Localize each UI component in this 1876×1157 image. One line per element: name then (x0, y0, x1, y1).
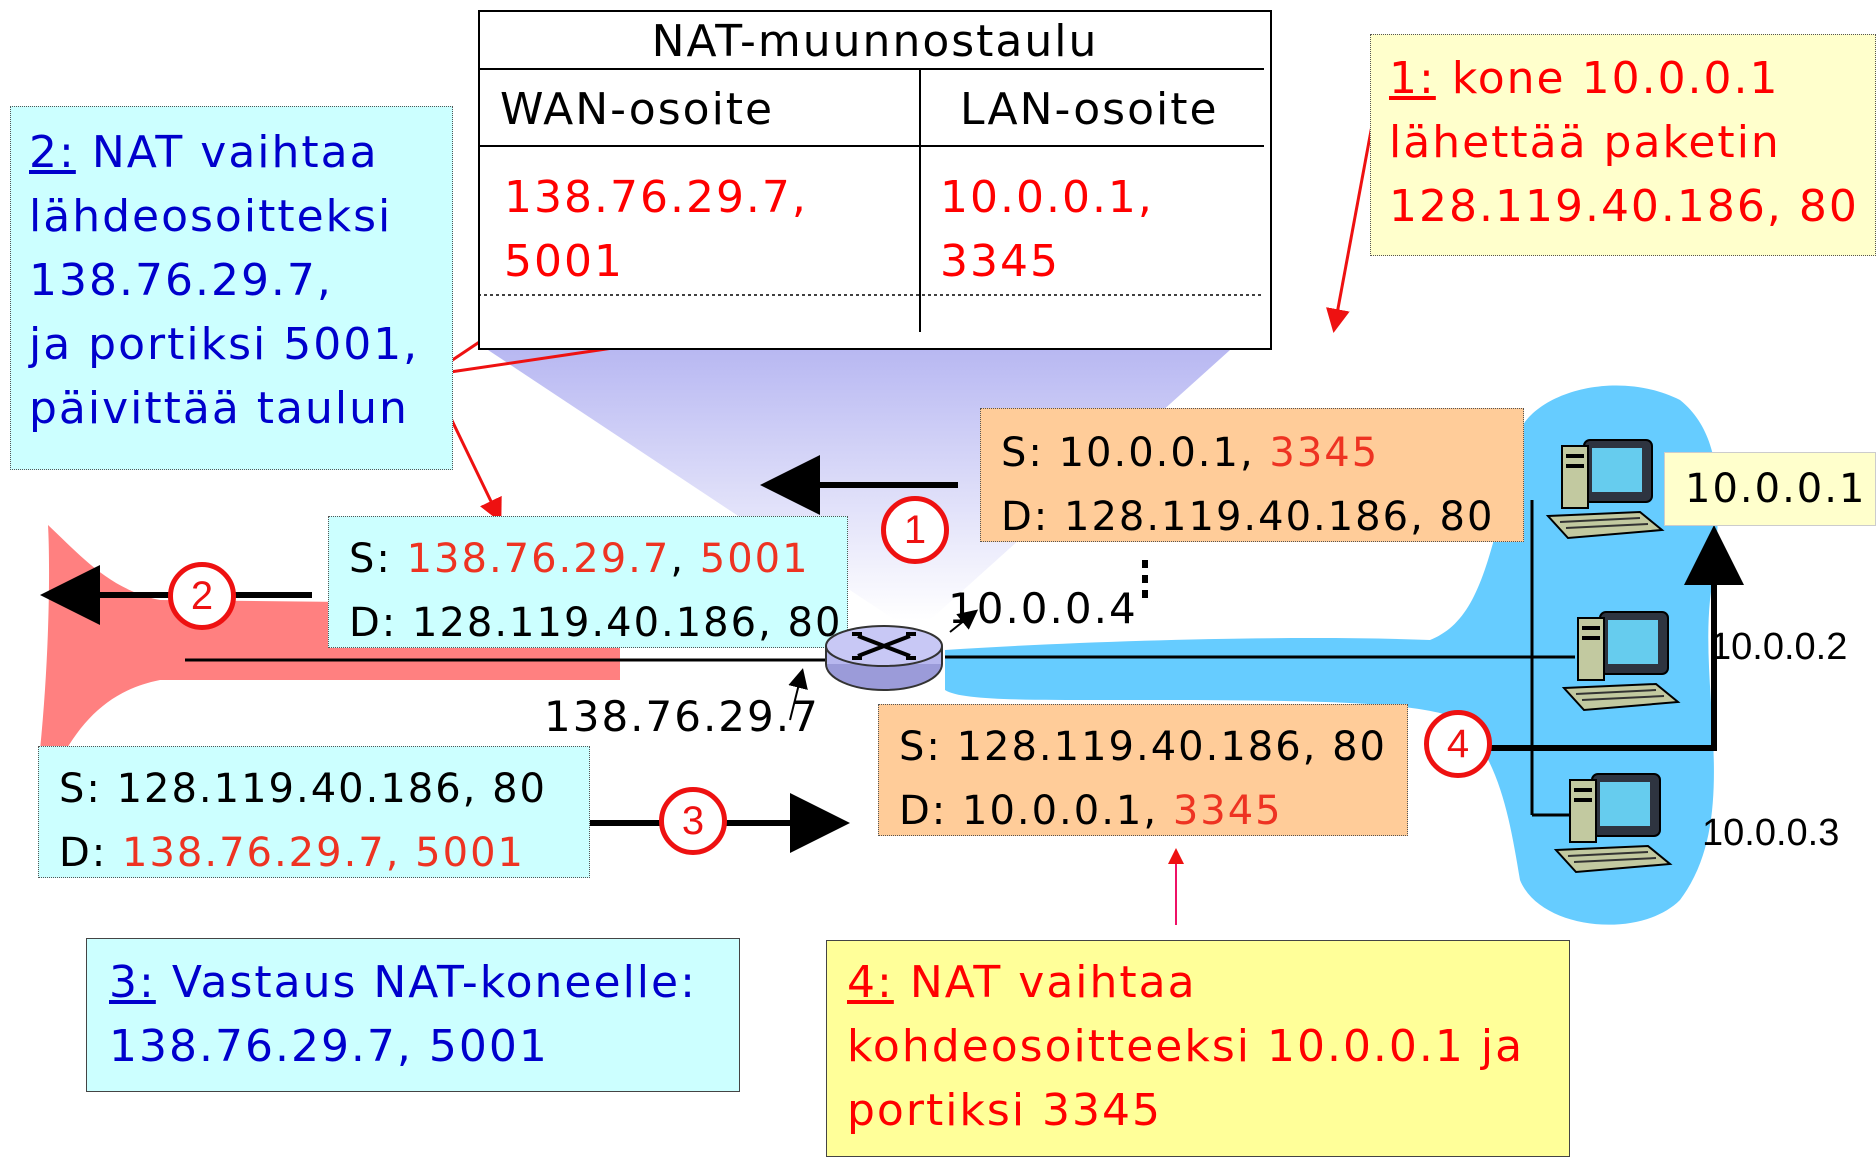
step1-line3: 128.119.40.186, 80 (1389, 181, 1859, 232)
step4-line3: portiksi 3345 (847, 1085, 1163, 1136)
packet3-box: S: 128.119.40.186, 80 D: 138.76.29.7, 50… (38, 746, 590, 878)
computer-icon (1561, 611, 1681, 712)
step-circle-4: 4 (1424, 710, 1492, 778)
packet1-source-port: 3345 (1269, 430, 1380, 476)
lan-cloud (945, 385, 1719, 925)
step4-callout: 4: NAT vaihtaa kohdeosoitteeksi 10.0.0.1… (826, 940, 1570, 1157)
packet2-dest: D: 128.119.40.186, 80 (349, 600, 843, 646)
nat-table-title: NAT-muunnostaulu (651, 16, 1099, 67)
step1-number: 1: (1389, 53, 1436, 104)
lan-entry-line2: 3345 (940, 236, 1060, 287)
step2-line2: lähdeosoitteksi (29, 191, 393, 242)
nat-table-gridlines (480, 68, 1264, 332)
packet4-dest-label: D: 10.0.0.1, (899, 788, 1173, 834)
step4-number: 4: (847, 957, 894, 1008)
step-circle-3: 3 (659, 787, 727, 855)
packet4-dest-port: 3345 (1172, 788, 1283, 834)
router-lan-address: 10.0.0.4 (948, 584, 1138, 633)
host1-label: 10.0.0.1 (1685, 466, 1867, 512)
packet2-box: S: 138.76.29.7, 5001 D: 128.119.40.186, … (328, 516, 848, 648)
packet3-source: S: 128.119.40.186, 80 (59, 766, 547, 812)
step2-line1: NAT vaihtaa (75, 127, 379, 178)
computer-icon (1545, 439, 1665, 540)
packet3-dest-addr: 138.76.29.7, 5001 (122, 830, 525, 876)
step2-number: 2: (29, 127, 76, 178)
step2-line4: ja portiksi 5001, (29, 319, 420, 370)
col-header-lan: LAN-osoite (960, 84, 1219, 135)
router-wan-address: 138.76.29.7 (544, 692, 820, 741)
packet1-source-label: S: 10.0.0.1, (1001, 430, 1270, 476)
packet2-source-addr: 138.76.29.7 (406, 536, 671, 582)
packet4-source: S: 128.119.40.186, 80 (899, 724, 1387, 770)
host1-label-box: 10.0.0.1 (1664, 452, 1876, 526)
packet1-dest: D: 128.119.40.186, 80 (1001, 494, 1495, 540)
step4-line2: kohdeosoitteeksi 10.0.0.1 ja (847, 1021, 1525, 1072)
step3-number: 3: (109, 957, 156, 1008)
host2-label: 10.0.0.2 (1710, 626, 1848, 668)
step3-callout: 3: Vastaus NAT-koneelle: 138.76.29.7, 50… (86, 938, 740, 1092)
step1-line1: kone 10.0.0.1 (1435, 53, 1780, 104)
packet4-box: S: 128.119.40.186, 80 D: 10.0.0.1, 3345 (878, 704, 1408, 836)
step1-line2: lähettää paketin (1389, 117, 1781, 168)
step2-line3: 138.76.29.7, (29, 255, 333, 306)
step2-callout: 2: NAT vaihtaa lähdeosoitteksi 138.76.29… (10, 106, 453, 470)
step1-callout: 1: kone 10.0.0.1 lähettää paketin 128.11… (1370, 34, 1876, 256)
host3-label: 10.0.0.3 (1702, 812, 1840, 854)
wan-entry-line2: 5001 (504, 236, 624, 287)
wan-entry-line1: 138.76.29.7, (504, 172, 808, 223)
packet2-source-sep: , (670, 536, 700, 582)
packet3-dest-label: D: (59, 830, 122, 876)
packet2-source-label: S: (349, 536, 407, 582)
step4-line1: NAT vaihtaa (893, 957, 1197, 1008)
step3-line1: Vastaus NAT-koneelle: (155, 957, 697, 1008)
step-circle-1: 1 (881, 496, 949, 564)
lan-entry-line1: 10.0.0.1, (940, 172, 1154, 223)
step3-line2: 138.76.29.7, 5001 (109, 1021, 549, 1072)
router-icon (825, 625, 943, 691)
nat-translation-table: NAT-muunnostaulu WAN-osoite LAN-osoite 1… (478, 10, 1272, 350)
packet1-box: S: 10.0.0.1, 3345 D: 128.119.40.186, 80 (980, 408, 1524, 542)
packet2-source-port: 5001 (699, 536, 810, 582)
step2-line5: päivittää taulun (29, 383, 409, 434)
col-header-wan: WAN-osoite (500, 84, 775, 135)
computer-icon (1553, 773, 1673, 874)
step-circle-2: 2 (168, 562, 236, 630)
